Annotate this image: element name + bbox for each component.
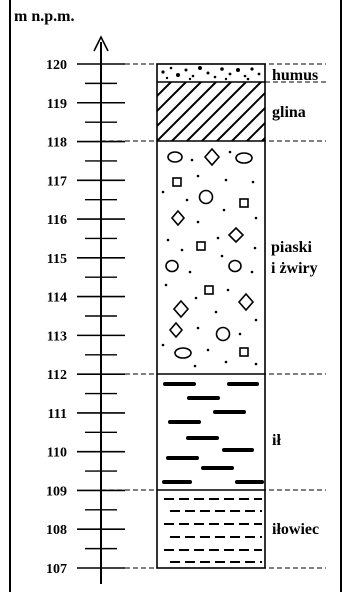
- layer-humus: [161, 66, 261, 81]
- layer-piaski-i-zwiry: [161, 147, 258, 368]
- label-piaski: piaski: [271, 239, 312, 256]
- tick-label-114: 114: [47, 291, 67, 306]
- gravel-square-icon: [196, 241, 206, 251]
- layer-labels: humus glina piaski i żwiry ił iłowiec: [271, 67, 319, 538]
- tick-label-116: 116: [47, 213, 67, 228]
- gravel-square-icon: [204, 285, 214, 295]
- tick-label-115: 115: [47, 252, 67, 267]
- elevation-axis: [93, 35, 109, 584]
- gravel-diamond-icon: [227, 226, 245, 244]
- gravel-diamond-icon: [237, 292, 255, 312]
- tick-label-107: 107: [46, 562, 67, 577]
- pebble-oval-icon: [174, 347, 192, 359]
- gravel-diamond-icon: [172, 299, 190, 319]
- gravel-square-icon: [239, 347, 249, 357]
- layer-il: [162, 382, 264, 484]
- tick-label-118: 118: [47, 136, 67, 151]
- gravel-diamond-icon: [168, 321, 184, 339]
- gravel-diamond-icon: [170, 209, 186, 227]
- label-il: ił: [272, 432, 281, 449]
- gravel-square-icon: [239, 198, 249, 208]
- tick-label-119: 119: [47, 97, 67, 112]
- label-glina: glina: [272, 104, 306, 121]
- tick-label-112: 112: [47, 368, 67, 383]
- pebble-oval-icon: [228, 259, 242, 273]
- tick-label-111: 111: [48, 407, 67, 422]
- pebble-oval-icon: [235, 152, 253, 164]
- column-outline: [156, 63, 266, 569]
- gravel-square-icon: [172, 177, 182, 187]
- pebble-circle-icon: [215, 326, 231, 342]
- tick-label-120: 120: [46, 58, 67, 73]
- tick-label-109: 109: [46, 484, 67, 499]
- pebble-circle-icon: [198, 189, 214, 205]
- tick-label-110: 110: [47, 446, 67, 461]
- tick-label-108: 108: [46, 523, 67, 538]
- label-i-zwiry: i żwiry: [271, 260, 318, 277]
- outer-border: [9, 0, 342, 592]
- tick-label-113: 113: [47, 329, 67, 344]
- axis-arrow-icon: [93, 35, 109, 52]
- label-ilowiec: iłowiec: [272, 521, 319, 538]
- label-humus: humus: [272, 67, 318, 84]
- pebble-oval-icon: [167, 151, 183, 163]
- layer-glina: [157, 82, 265, 141]
- gravel-diamond-icon: [203, 147, 221, 167]
- axis-title: m n.p.m.: [14, 8, 74, 25]
- axis-tick-labels: 107 108 109 110 111 112 113 114 115 116 117 118 119 1…: [46, 58, 67, 577]
- tick-label-117: 117: [47, 174, 67, 189]
- layer-ilowiec: [164, 498, 262, 563]
- boundary-lines: [101, 63, 326, 569]
- pebble-oval-icon: [165, 259, 179, 273]
